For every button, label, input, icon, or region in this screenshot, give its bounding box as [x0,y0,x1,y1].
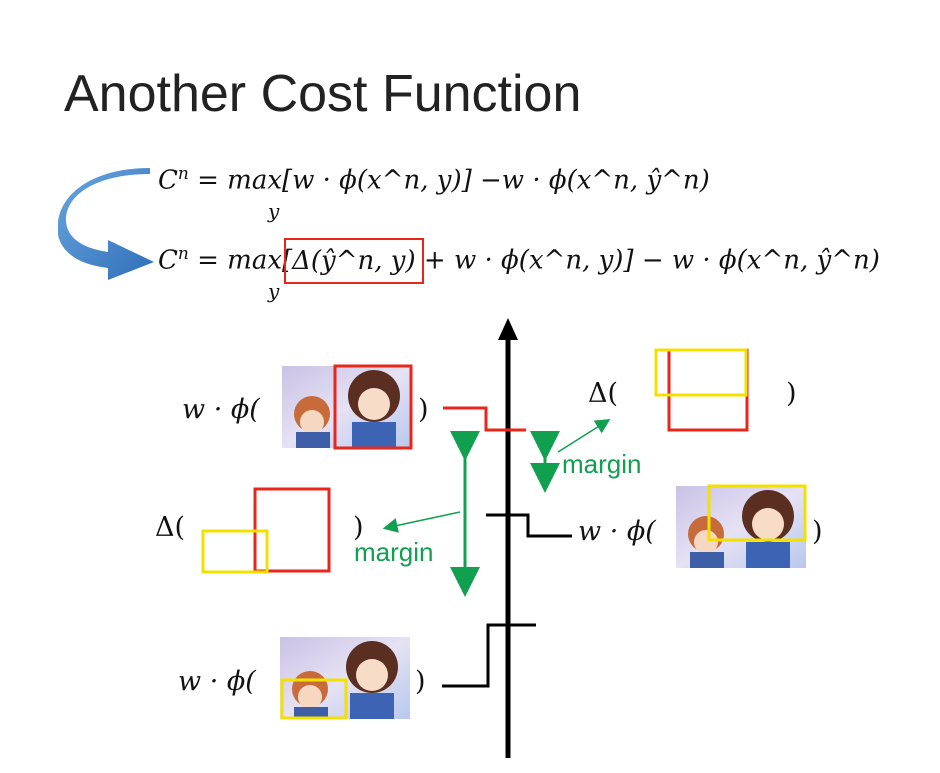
image-bottom [280,637,410,720]
margin-label-left: margin [354,537,434,567]
eq2-delta-term: Δ(ŷ^n, y) [284,237,424,284]
margin-pointer-right [557,419,611,453]
eq2-lhs: C [158,245,178,276]
score-top-text: w · ϕ( [182,394,260,425]
delta-label-left: Δ( [155,512,186,543]
score-axis-arrowhead [498,318,518,340]
slide-title: Another Cost Function [64,65,582,123]
top-score-level [443,406,526,432]
score-mid-text: w · ϕ( [578,516,656,547]
eq1-sup: n [177,164,189,184]
bottom-score-level [442,623,536,688]
eq2-rest: + w · ϕ(x^n, y)] − w · ϕ(x^n, ŷ^n) [423,245,880,276]
delta-right-yellow-box [654,348,748,397]
equation-2: Cn = max[Δ(ŷ^n, y) + w · ϕ(x^n, y)] − w … [158,237,880,284]
eq1-rhs: = max[w · ϕ(x^n, y)] −w · ϕ(x^n, ŷ^n) [197,165,710,196]
delta-label-right-close: ) [786,378,797,409]
margin-pointer-left [382,511,461,533]
eq2-max: = max[ [197,245,293,276]
yellow-box-bottom [280,678,348,720]
delta-left-yellow-box [201,529,269,574]
curved-arrow-icon [58,168,154,280]
middle-score-level [486,513,572,538]
eq1-lhs: C [158,165,178,196]
score-label-top-close: ) [418,394,429,425]
eq1-subscript: y [268,199,280,223]
score-label-middle-close: ) [812,516,823,547]
eq2-sup: n [177,244,189,264]
delta-label-left-close: ) [353,512,364,543]
image-middle [676,484,807,568]
equation-1: Cn = max[w · ϕ(x^n, y)] −w · ϕ(x^n, ŷ^n) [158,164,710,196]
score-label-middle: w · ϕ( [578,516,656,547]
delta-label-right: Δ( [588,378,619,409]
red-box-top [333,364,413,450]
margin-label-right: margin [562,449,642,479]
score-label-bottom-close: ) [415,666,426,697]
image-top [282,364,413,450]
yellow-box-middle [707,484,807,542]
eq2-subscript: y [268,279,280,303]
score-bottom-text: w · ϕ( [178,666,256,697]
delta-right-red-box [667,348,749,432]
score-label-bottom: w · ϕ( [178,666,256,697]
score-label-top: w · ϕ( [182,394,260,425]
